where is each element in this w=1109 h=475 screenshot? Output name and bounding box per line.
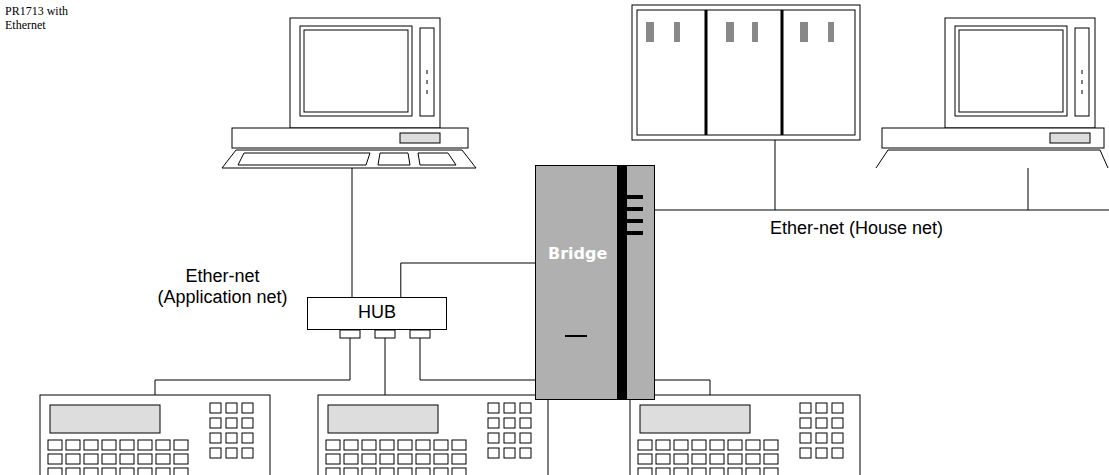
network-label: Ether-net (House net)	[770, 218, 1050, 239]
bridge-ports	[535, 165, 655, 400]
network-cable	[401, 263, 535, 297]
node-text: HUB	[314, 302, 440, 323]
house-net-line	[655, 210, 1109, 211]
pc-computer	[222, 18, 476, 297]
network-label: Ether-net (Application net)	[140, 266, 305, 307]
bridge-box: Bridge	[535, 165, 655, 400]
node-text: Bridge	[548, 244, 654, 263]
hub-box: HUB	[307, 297, 447, 330]
operator-terminals	[40, 395, 860, 475]
figure-caption: PR1713 with Ethernet	[5, 5, 105, 33]
pc-computer	[876, 18, 1108, 210]
plc-rack	[632, 5, 860, 210]
